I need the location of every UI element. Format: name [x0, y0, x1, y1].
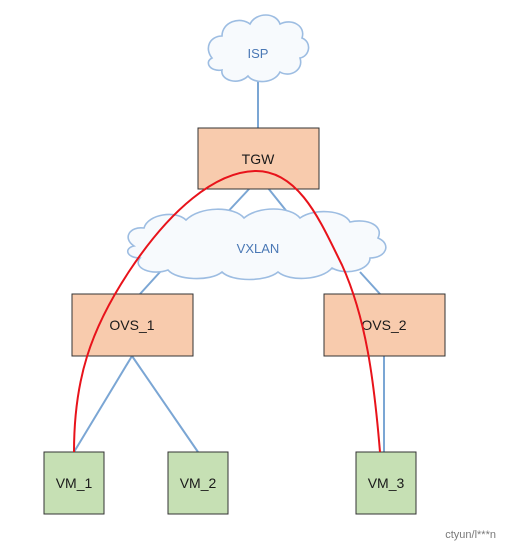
ovs-2-node: OVS_2	[323, 293, 446, 357]
vm-3-box	[355, 451, 417, 515]
vm-2-node: VM_2	[167, 451, 229, 515]
ovs-2-label: OVS_2	[361, 317, 406, 333]
tgw-box	[197, 127, 320, 190]
vm-2-label: VM_2	[180, 475, 217, 491]
isp-cloud-shape	[207, 14, 310, 83]
tgw-label: TGW	[242, 151, 275, 167]
vxlan-label: VXLAN	[237, 241, 280, 256]
ovs-2-box	[323, 293, 446, 357]
ovs-1-label: OVS_1	[109, 317, 154, 333]
link-ovs1-vm1	[73, 355, 133, 453]
vm-1-node: VM_1	[43, 451, 105, 515]
watermark: ctyun/l***n	[445, 529, 496, 541]
vxlan-cloud: VXLAN	[127, 208, 387, 281]
vm-1-label: VM_1	[56, 475, 93, 491]
links	[73, 80, 385, 453]
ovs-1-node: OVS_1	[71, 293, 194, 357]
vm-3-node: VM_3	[355, 451, 417, 515]
link-vxlan-ovs1	[139, 271, 161, 295]
link-vxlan-ovs2	[359, 271, 381, 295]
vxlan-cloud-shape	[127, 208, 387, 281]
isp-label: ISP	[248, 46, 269, 61]
vm-2-box	[167, 451, 229, 515]
tgw-node: TGW	[197, 127, 320, 190]
isp-cloud: ISP	[207, 14, 310, 83]
traffic-path	[73, 169, 381, 453]
vm-1-box	[43, 451, 105, 515]
link-ovs1-vm2	[131, 355, 199, 453]
ovs-1-box	[71, 293, 194, 357]
vm-3-label: VM_3	[368, 475, 405, 491]
